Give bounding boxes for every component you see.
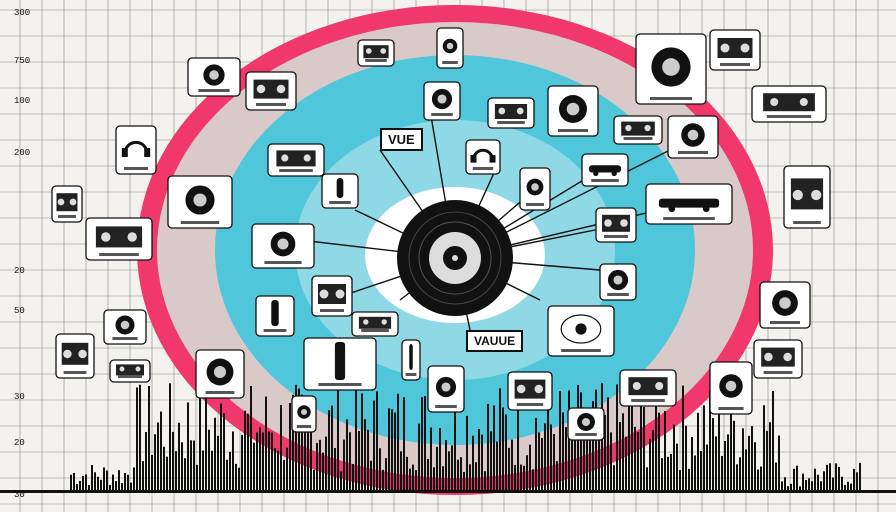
turntable-icon — [187, 57, 241, 97]
speaker-icon — [667, 115, 719, 159]
waveform — [0, 382, 896, 493]
value-label: VAUUE — [466, 330, 524, 352]
vue-label: VUE — [380, 128, 423, 151]
bottle-icon — [401, 339, 421, 381]
cd-icon — [167, 175, 233, 229]
speaker-icon — [519, 167, 551, 211]
radio-icon — [357, 39, 395, 67]
radio-icon — [487, 97, 535, 129]
y-axis-label: 50 — [14, 306, 25, 316]
turntable-icon — [251, 223, 315, 269]
speaker-icon — [599, 263, 637, 301]
y-axis-label: 30 — [14, 490, 25, 500]
computer-monitor-icon — [753, 339, 803, 379]
boombox-icon — [709, 29, 761, 71]
speaker-icon — [759, 281, 811, 329]
speaker-icon — [436, 27, 464, 69]
radio-icon — [595, 207, 637, 243]
retro-tv-icon — [245, 71, 297, 111]
car-icon — [645, 183, 733, 225]
boombox-icon — [751, 85, 827, 123]
radio-icon — [507, 371, 553, 411]
y-axis-label: 20 — [14, 266, 25, 276]
y-axis-label: 20 — [14, 438, 25, 448]
cupid-icon — [547, 305, 615, 357]
boombox-icon — [85, 217, 153, 261]
speaker-icon — [195, 349, 245, 399]
headphones-icon — [465, 139, 501, 175]
speaker-icon — [709, 361, 753, 415]
turntable-icon — [103, 309, 147, 345]
bottle-icon — [321, 173, 359, 209]
car-icon — [581, 153, 629, 187]
camera-icon — [55, 333, 95, 379]
cassette-icon — [109, 359, 151, 383]
camera-icon — [311, 275, 353, 317]
camera-icon — [51, 185, 83, 223]
boombox-icon — [619, 369, 677, 407]
boombox-icon — [267, 143, 325, 177]
speaker-icon — [423, 81, 461, 121]
radio-icon — [613, 115, 663, 145]
y-axis-label: 200 — [14, 148, 31, 158]
speaker-icon — [635, 33, 707, 105]
y-axis-label: 750 — [14, 56, 31, 66]
turntable-icon — [547, 85, 599, 137]
y-axis-label: 300 — [14, 8, 31, 18]
bottle-icon — [255, 295, 295, 337]
speaker-icon — [291, 395, 317, 433]
y-axis-label: 30 — [14, 392, 25, 402]
headphones-icon — [115, 125, 157, 175]
vinyl-record-icon — [397, 200, 513, 316]
computer-monitor-icon — [783, 165, 831, 229]
speaker-icon — [427, 365, 465, 413]
cassette-icon — [351, 311, 399, 337]
speaker-icon — [567, 407, 605, 441]
microphone-icon — [303, 337, 377, 391]
y-axis-label: 100 — [14, 96, 31, 106]
